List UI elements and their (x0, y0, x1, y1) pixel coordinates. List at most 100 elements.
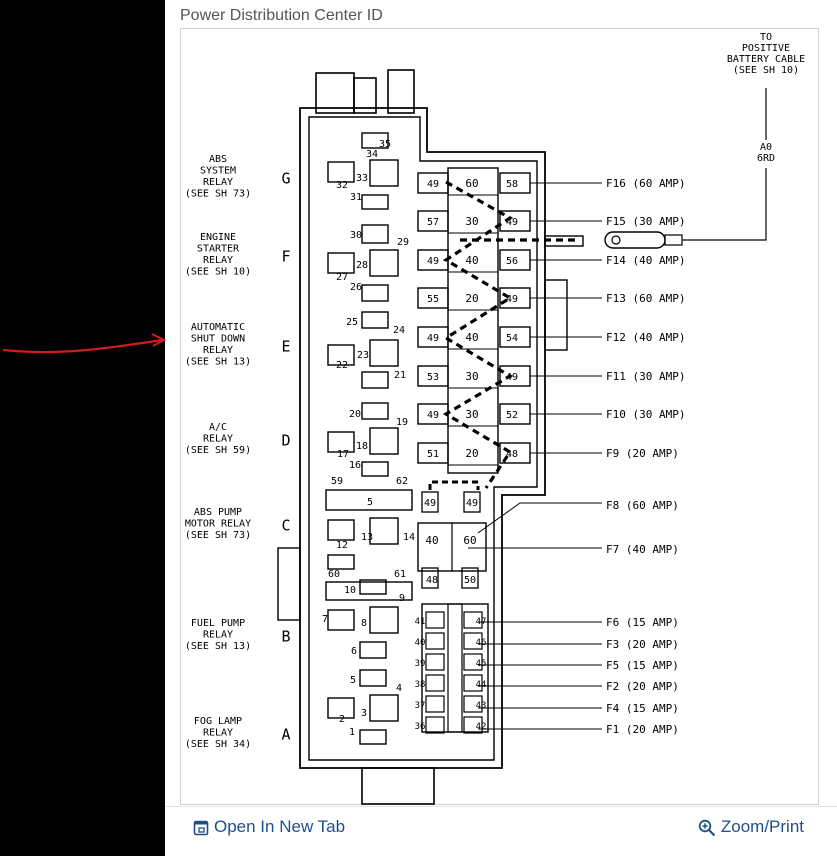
large-fuse-rating-left: 40 (425, 534, 438, 547)
relay-desc-line: MOTOR RELAY (185, 519, 251, 530)
mini-fuse-label: F1 (20 AMP) (606, 723, 679, 736)
battery-label-2: POSITIVE (742, 43, 790, 54)
magnifier-plus-icon (698, 819, 716, 836)
relay-desc-line: RELAY (203, 255, 233, 266)
relay-row-letter: F (281, 247, 290, 265)
large-cavity-tl: 49 (424, 498, 436, 509)
battery-label-1: TO (760, 32, 772, 43)
wire-size-label: A0 (760, 142, 772, 153)
fuse-cavity-left: 51 (427, 449, 439, 460)
cavity-number: 33 (356, 173, 368, 184)
fuse-cavity-right: 49 (506, 294, 518, 305)
mini-fuse-label: F4 (15 AMP) (606, 702, 679, 715)
red-arrow-head (151, 333, 167, 347)
mini-cavity-left: 36 (415, 722, 426, 732)
battery-label-3: BATTERY CABLE (727, 54, 805, 65)
f7-label: F7 (40 AMP) (606, 543, 679, 556)
relay-desc-line: FOG LAMP (194, 716, 242, 727)
relay-desc-line: (SEE SH 73) (185, 530, 251, 541)
fuse-label: F16 (60 AMP) (606, 177, 685, 190)
page-title: Power Distribution Center ID (180, 7, 383, 24)
side-bracket-right (544, 279, 568, 351)
cavity-number: 61 (394, 569, 406, 580)
fuse-rating: 40 (465, 331, 478, 344)
relay-row-letter: B (281, 628, 290, 646)
zoom-print-link[interactable]: Zoom/Print (698, 817, 804, 837)
footer-bar: Open In New Tab Zoom/Print (165, 806, 837, 856)
mini-cavity-left: 40 (415, 638, 426, 648)
relay-desc-line: ABS (209, 154, 227, 165)
cavity-number: 3 (361, 708, 367, 719)
mini-fuse-label: F2 (20 AMP) (606, 680, 679, 693)
cavity-number: 12 (336, 540, 348, 551)
open-new-tab-label: Open In New Tab (214, 817, 346, 836)
mini-cavity-right: 46 (476, 638, 487, 648)
cavity-number: 27 (336, 272, 348, 283)
fuse-cavity-right: 52 (506, 410, 518, 421)
zoom-print-label: Zoom/Print (720, 817, 804, 836)
fuse-cavity-right: 56 (506, 256, 518, 267)
relay-row-letter: D (281, 432, 290, 450)
cavity-number: 23 (357, 350, 369, 361)
mini-cavity-left: 39 (415, 659, 426, 669)
large-cavity-bl: 48 (426, 575, 438, 586)
relay-desc-line: (SEE SH 10) (185, 267, 251, 278)
open-new-tab-link[interactable]: Open In New Tab (193, 817, 345, 837)
left-black-margin (0, 0, 165, 855)
bottom-connector (361, 767, 435, 805)
cavity-number: 17 (337, 449, 349, 460)
mini-fuse-label: F5 (15 AMP) (606, 659, 679, 672)
mini-cavity-left: 41 (415, 617, 426, 627)
top-connector-mid (353, 77, 377, 114)
relay-desc-line: SHUT DOWN (191, 334, 245, 345)
cavity-number: 6 (351, 646, 357, 657)
relay-desc-line: RELAY (203, 630, 233, 641)
side-bracket-left (277, 547, 301, 621)
relay-desc-line: SYSTEM (200, 166, 236, 177)
fuse-label: F14 (40 AMP) (606, 254, 685, 267)
mini-cavity-right: 45 (476, 659, 487, 669)
relay-desc-line: FUEL PUMP (191, 618, 245, 629)
large-cavity-tr: 49 (466, 498, 478, 509)
red-arrow-annotation (2, 338, 163, 354)
fuse-cavity-left: 49 (427, 179, 439, 190)
fuse-cavity-left: 55 (427, 294, 439, 305)
cavity-number: 24 (393, 325, 405, 336)
fuse-cavity-left: 49 (427, 410, 439, 421)
cavity-number: 60 (328, 569, 340, 580)
relay-row-letter: E (281, 337, 290, 355)
relay-desc-line: STARTER (197, 244, 240, 255)
fuse-rating: 20 (465, 292, 478, 305)
fuse-rating: 30 (465, 408, 478, 421)
mini-cavity-left: 38 (415, 680, 426, 690)
fuse-label: F10 (30 AMP) (606, 408, 685, 421)
fuse-label: F9 (20 AMP) (606, 447, 679, 460)
fuse-label: F13 (60 AMP) (606, 292, 685, 305)
fuse-cavity-left: 49 (427, 333, 439, 344)
mini-cavity-right: 44 (476, 680, 487, 690)
fuse-cavity-left: 57 (427, 217, 439, 228)
fuse-rating: 60 (465, 177, 478, 190)
large-cavity-br: 50 (464, 575, 476, 586)
fuse-rating: 20 (465, 447, 478, 460)
wire-color-label: 6RD (757, 153, 775, 164)
battery-label-4: (SEE SH 10) (733, 65, 799, 76)
cavity-number: 5 (350, 675, 356, 686)
bus-bar-dashed (442, 180, 578, 489)
relay-desc-line: (SEE SH 73) (185, 189, 251, 200)
cavity-number: 34 (366, 149, 378, 160)
pdc-housing-inner (308, 116, 538, 761)
cavity-number: 10 (344, 585, 356, 596)
cavity-number: 25 (346, 317, 358, 328)
mini-cavity-right: 43 (476, 701, 487, 711)
mini-fuse-label: F6 (15 AMP) (606, 616, 679, 629)
large-fuses: 40 60 49 49 48 50 F8 (60 AMP) F7 (40 AMP… (417, 480, 679, 589)
relay-desc-line: ENGINE (200, 232, 236, 243)
cavity-number: 28 (356, 260, 368, 271)
cavity-number: 7 (322, 614, 328, 625)
relay-desc-line: (SEE SH 13) (185, 641, 251, 652)
cavity-number: 8 (361, 618, 367, 629)
